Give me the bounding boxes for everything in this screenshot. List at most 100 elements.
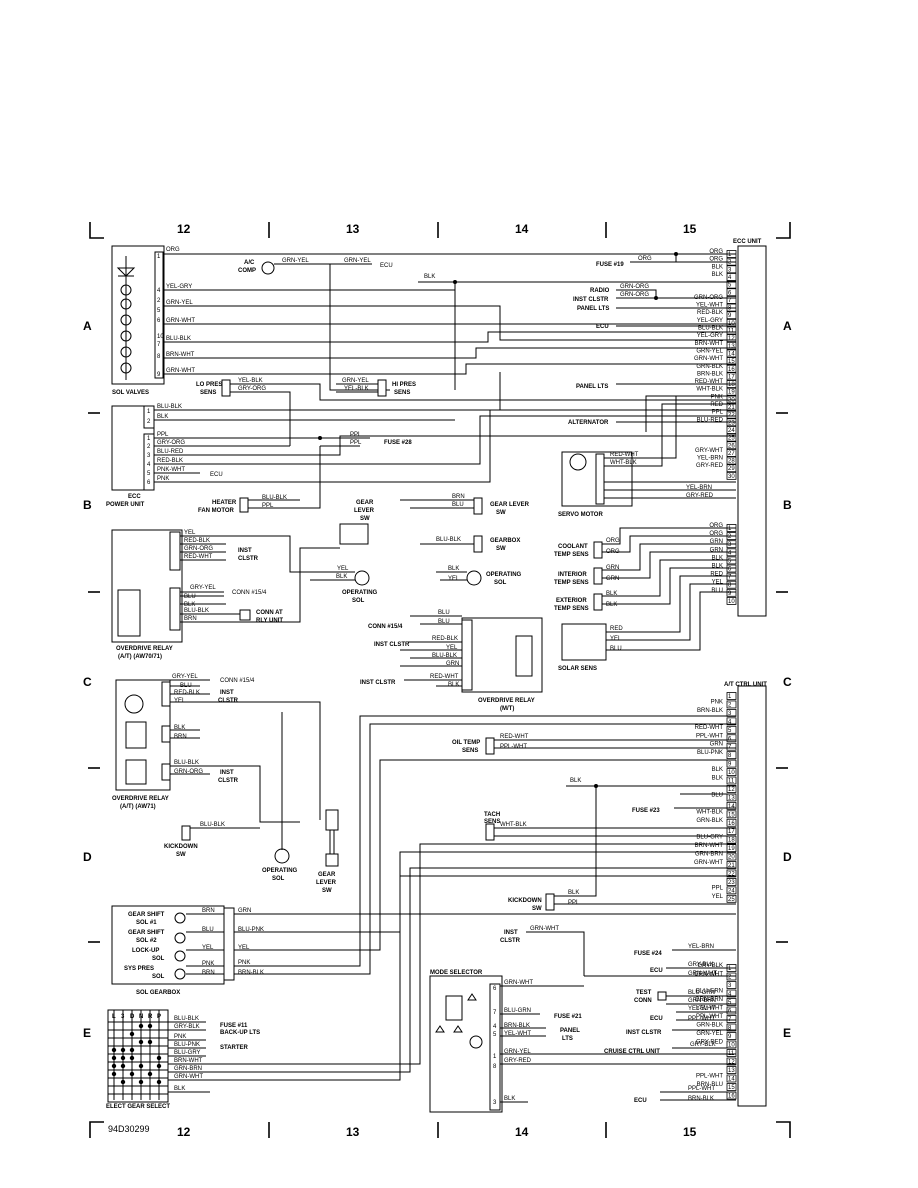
svg-text:GEARBOX: GEARBOX — [490, 538, 520, 544]
svg-text:BLK: BLK — [174, 1086, 185, 1092]
ecc-pin-number: 13 — [728, 344, 735, 350]
svg-text:BLU: BLU — [438, 619, 450, 625]
at-pin-number: 2 — [728, 702, 732, 708]
ecc-pin-wire: RED — [710, 402, 723, 408]
at-pin-number: 19 — [728, 846, 735, 852]
svg-text:OVERDRIVE RELAY: OVERDRIVE RELAY — [116, 646, 173, 652]
at-pin-box — [726, 734, 737, 743]
svg-text:LTS: LTS — [562, 1036, 573, 1042]
ecc-pin-wire: YEL-WHT — [696, 303, 723, 309]
at-pin-box — [726, 878, 737, 886]
svg-text:5: 5 — [493, 1032, 497, 1038]
at-pin-wire: BLU — [711, 792, 723, 798]
ecc-pin-box — [726, 357, 737, 366]
overdrive-relay-mt: OVERDRIVE RELAY (M/T) — [461, 617, 543, 712]
ecc-pin-box — [726, 265, 737, 274]
svg-text:SW: SW — [496, 510, 506, 516]
svg-text:BLU-GRY: BLU-GRY — [174, 1050, 201, 1056]
at-pin-number: 3 — [728, 711, 732, 717]
svg-text:RADIO: RADIO — [590, 288, 610, 294]
svg-text:BLK: BLK — [606, 602, 617, 608]
svg-text:1: 1 — [157, 254, 161, 260]
oil-temp-sens: OIL TEMP SENS — [452, 737, 495, 755]
svg-text:INST: INST — [220, 690, 234, 696]
svg-text:GRN: GRN — [238, 908, 251, 914]
ecc-b-pin-wire: RED — [710, 572, 723, 578]
svg-text:PNK: PNK — [157, 476, 169, 482]
svg-text:BLK: BLK — [568, 890, 579, 896]
svg-text:CONN #15/4: CONN #15/4 — [368, 624, 403, 630]
at-pin-box — [726, 725, 737, 734]
at-ctrl-unit-label: A/T CTRL UNIT — [724, 682, 767, 688]
svg-text:GRY-ORG: GRY-ORG — [157, 440, 185, 446]
col-label-14-bottom: 14 — [515, 1125, 529, 1139]
at-pin-number: 13 — [728, 795, 735, 801]
ecc-pin-box — [726, 456, 737, 465]
svg-text:RED-BLK: RED-BLK — [432, 636, 458, 642]
ecc-b-pin-wire: BLK — [712, 564, 723, 570]
svg-text:FUSE #11: FUSE #11 — [220, 1023, 248, 1029]
ecc-b-pin-number: 8 — [728, 583, 732, 589]
ecc-pin-number: 19 — [728, 390, 735, 396]
at-pin-number: 5 — [728, 728, 732, 734]
selector-contact-dot — [138, 1039, 144, 1045]
at-b-pin-wire: GRY-BLK — [697, 963, 723, 969]
svg-text:GEAR LEVER: GEAR LEVER — [490, 502, 530, 508]
svg-text:ORG: ORG — [638, 256, 652, 262]
svg-text:PANEL LTS: PANEL LTS — [577, 306, 609, 312]
ecc-pin-number: 15 — [728, 359, 735, 365]
ecc-pin-number: 1 — [728, 252, 732, 258]
svg-text:GRY-ORG: GRY-ORG — [238, 386, 266, 392]
svg-text:PPL: PPL — [262, 503, 274, 509]
at-pin-number: 18 — [728, 838, 735, 844]
svg-text:BLU-BLK: BLU-BLK — [174, 1016, 199, 1022]
svg-text:GRN-WHT: GRN-WHT — [688, 971, 717, 977]
ecc-pin-wire: YEL-GRY — [697, 318, 723, 324]
svg-text:PNK-WHT: PNK-WHT — [157, 467, 185, 473]
row-label-c-right: C — [783, 675, 792, 689]
ecc-b-pin-box — [726, 580, 737, 589]
at-pin-box — [726, 785, 737, 793]
svg-text:SW: SW — [176, 852, 186, 858]
ecc-pin-box — [726, 372, 737, 381]
ecc-pin-box — [726, 410, 737, 419]
svg-text:BLU: BLU — [180, 683, 192, 689]
at-pin-number: 12 — [728, 787, 735, 793]
svg-text:OPERATING: OPERATING — [342, 590, 378, 596]
ecc-pin-number: 8 — [728, 306, 732, 312]
ecc-pin-box — [726, 295, 737, 304]
ecc-pin-box — [726, 441, 737, 450]
operating-sol-mt: OPERATING SOL — [466, 570, 522, 586]
at-pin-box — [726, 810, 737, 819]
at-b-pin-box — [726, 1023, 737, 1032]
svg-text:FUSE #24: FUSE #24 — [634, 951, 662, 957]
at-pin-number: 22 — [728, 871, 735, 877]
svg-text:BRN: BRN — [202, 908, 215, 914]
ecc-pin-wire: BLU-RED — [697, 417, 724, 423]
ecc-pin-box — [726, 349, 737, 358]
svg-text:YEL-WHT: YEL-WHT — [688, 1006, 715, 1012]
selector-contact-dot — [120, 1047, 126, 1053]
svg-text:TACH: TACH — [484, 812, 500, 818]
at-b-pin-wire: GRY-RED — [696, 1040, 724, 1046]
at-pin-wire: GRN-BLK — [696, 818, 723, 824]
selector-contact-dot — [138, 1063, 144, 1069]
svg-text:LOCK-UP: LOCK-UP — [132, 948, 159, 954]
svg-text:(A/T) (AW71): (A/T) (AW71) — [120, 804, 156, 810]
svg-text:ECU: ECU — [650, 968, 663, 974]
svg-text:FUSE #19: FUSE #19 — [596, 262, 624, 268]
ecc-pin-box — [726, 387, 737, 396]
svg-text:ECU: ECU — [380, 263, 393, 269]
ecc-b-pin-wire: BLK — [712, 555, 723, 561]
interior-temp-sens: INTERIOR TEMP SENS — [554, 567, 603, 586]
svg-text:INST: INST — [504, 930, 518, 936]
svg-text:CONN: CONN — [634, 998, 652, 1004]
ecc-pin-wire: GRN-WHT — [694, 356, 723, 362]
svg-text:HI PRES: HI PRES — [392, 382, 416, 388]
svg-text:CONN AT: CONN AT — [256, 610, 283, 616]
selector-contact-dot — [129, 1055, 135, 1061]
svg-text:10: 10 — [157, 334, 164, 340]
svg-text:WHT-BLK: WHT-BLK — [610, 460, 637, 466]
svg-text:OVERDRIVE RELAY: OVERDRIVE RELAY — [112, 796, 169, 802]
